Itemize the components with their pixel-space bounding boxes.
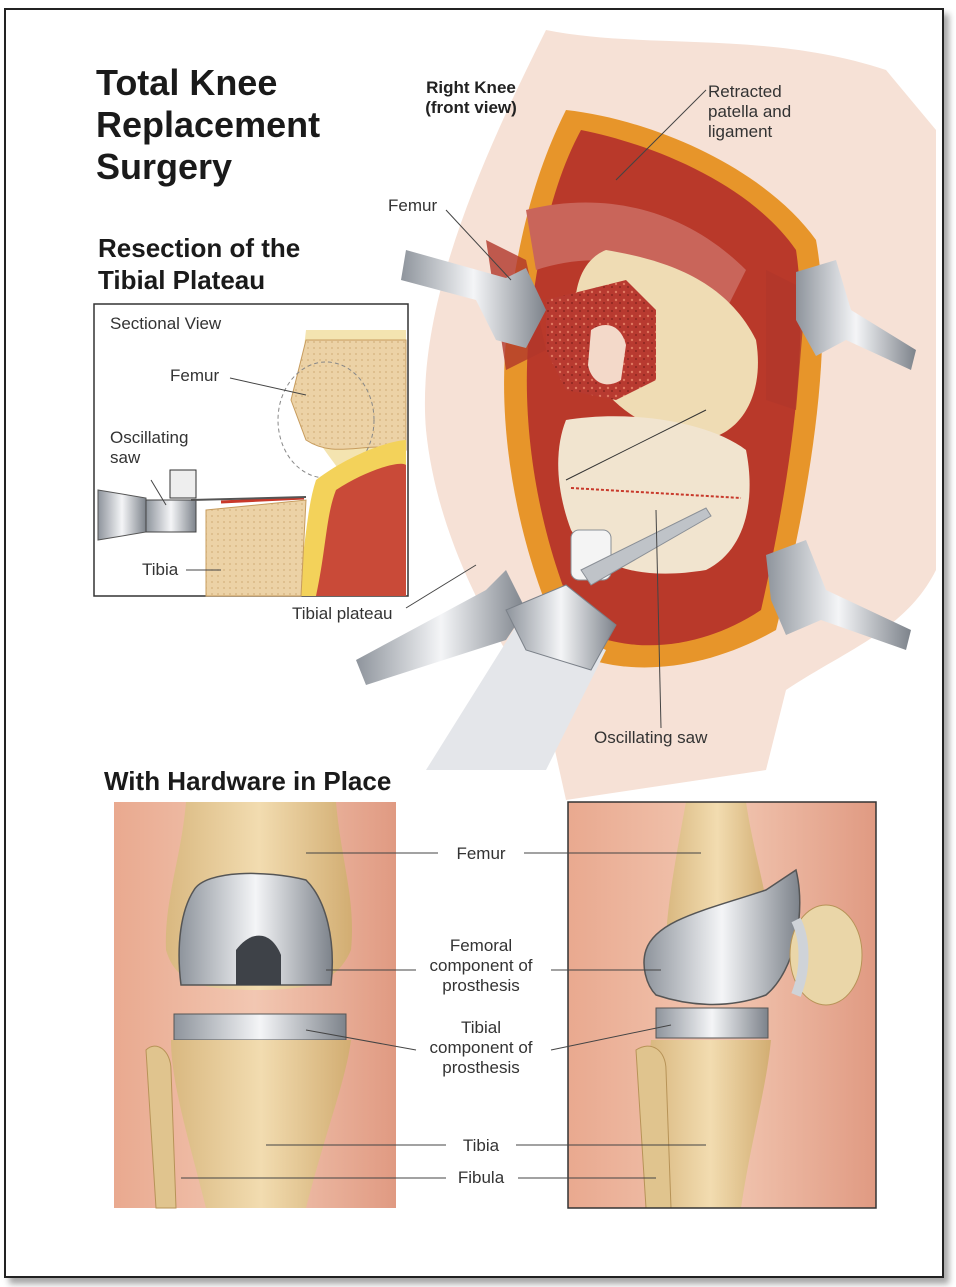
sectional-view-inset <box>93 303 409 597</box>
page-title: Total Knee Replacement Surgery <box>96 62 321 187</box>
front-femur-label: Femur <box>388 196 438 215</box>
surgical-front-view <box>356 30 936 800</box>
tibial-component-label: Tibial component of prosthesis <box>429 1018 533 1077</box>
leader-lines <box>150 89 707 1179</box>
resection-heading: Resection of the Tibial Plateau <box>98 233 301 295</box>
sectional-femur-label: Femur <box>170 366 220 385</box>
knee-illustration <box>93 30 936 1209</box>
sectional-saw-label: Oscillating saw <box>110 428 189 467</box>
sectional-tibia-label: Tibia <box>142 560 179 579</box>
hardware-femur-label: Femur <box>456 844 506 863</box>
front-view-heading: Right Knee (front view) <box>425 78 517 117</box>
hardware-side-panel <box>567 801 877 1209</box>
hardware-heading: With Hardware in Place <box>104 766 392 796</box>
hardware-front-panel <box>114 802 396 1209</box>
hardware-tibia-label: Tibia <box>462 1136 500 1155</box>
front-saw-label: Oscillating saw <box>594 728 708 747</box>
hardware-fibula-label: Fibula <box>457 1168 505 1187</box>
retracted-patella-label: Retracted patella and ligament <box>708 82 792 141</box>
illustration-frame: Total Knee Replacement Surgery Resection… <box>4 8 944 1278</box>
femoral-component-label: Femoral component of prosthesis <box>429 936 533 995</box>
oscillating-saw-front <box>426 507 712 770</box>
sectional-view-label: Sectional View <box>110 314 222 333</box>
tibial-plateau-label: Tibial plateau <box>292 604 393 623</box>
